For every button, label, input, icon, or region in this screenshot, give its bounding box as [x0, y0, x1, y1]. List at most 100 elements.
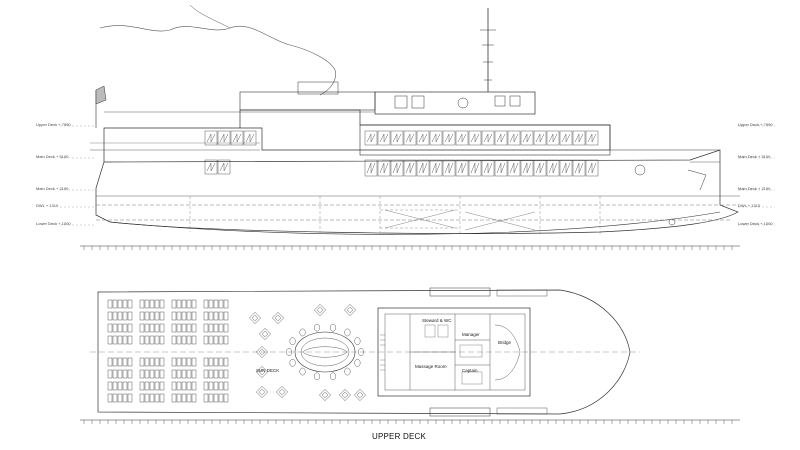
seat	[218, 323, 224, 333]
upper-window	[481, 130, 495, 146]
upper-window	[403, 130, 417, 146]
seat	[171, 335, 177, 345]
seat	[139, 311, 145, 321]
deck-table-top	[261, 330, 269, 338]
seat	[154, 323, 160, 333]
seat	[208, 393, 214, 403]
seat	[112, 323, 118, 333]
main-window-glare	[366, 162, 376, 174]
seat	[154, 381, 160, 391]
aft-window	[230, 130, 244, 146]
upper-window-glare	[379, 133, 389, 143]
upper-window-glare	[522, 133, 532, 143]
smoke-plume	[99, 25, 336, 96]
bridge-house	[374, 91, 536, 115]
upper-window-glare	[535, 133, 545, 143]
main-window	[572, 159, 586, 177]
room-label-bridge: Bridge	[498, 340, 512, 345]
seat	[117, 381, 123, 391]
upper-window	[494, 130, 508, 146]
seat	[191, 323, 197, 333]
deck-table	[256, 366, 268, 378]
seat	[122, 311, 128, 321]
seat	[154, 299, 160, 309]
seat	[203, 335, 209, 345]
main-window	[364, 159, 378, 177]
seat	[154, 311, 160, 321]
seat	[117, 335, 123, 345]
level-label-right-3: Main Deck + 2190	[738, 186, 771, 191]
seat	[191, 369, 197, 379]
seat	[117, 369, 123, 379]
upper-window-glare	[496, 133, 506, 143]
level-label-left-3: Main Deck + 2190	[36, 186, 69, 191]
seat	[149, 393, 155, 403]
main-window-glare	[431, 162, 441, 174]
seat	[181, 299, 187, 309]
seat	[223, 323, 229, 333]
seat	[223, 393, 229, 403]
deck-table-top	[274, 314, 282, 322]
deck-table	[314, 304, 326, 316]
seat	[176, 311, 182, 321]
level-label-left-5: Lower Deck + 1000	[36, 221, 71, 226]
main-window	[455, 159, 469, 177]
seat	[117, 393, 123, 403]
seat	[213, 393, 219, 403]
upper-window	[429, 130, 443, 146]
seat	[223, 335, 229, 345]
seat	[218, 311, 224, 321]
seat	[144, 357, 150, 367]
seat	[181, 369, 187, 379]
seat	[176, 369, 182, 379]
upper-window-glare	[366, 133, 376, 143]
seat	[203, 299, 209, 309]
main-window	[442, 159, 456, 177]
seat	[181, 357, 187, 367]
hull-outline	[95, 149, 739, 234]
lounge-chair	[354, 337, 361, 345]
seat	[186, 311, 192, 321]
seat	[144, 335, 150, 345]
main-window	[546, 159, 560, 177]
lounge-chair	[299, 367, 306, 376]
seat	[159, 299, 165, 309]
seat	[122, 323, 128, 333]
main-window-glare	[392, 162, 402, 174]
seat	[112, 335, 118, 345]
main-window	[416, 159, 430, 177]
view-title: UPPER DECK	[372, 432, 427, 441]
seat	[208, 381, 214, 391]
deck-table-top	[258, 348, 266, 356]
main-window	[429, 159, 443, 177]
main-window-glare	[405, 162, 415, 174]
deck-table	[249, 312, 261, 324]
lounge-chair	[289, 337, 296, 345]
seat	[149, 381, 155, 391]
upper-window-glare	[431, 133, 441, 143]
main-window	[520, 159, 534, 177]
upper-window	[572, 130, 586, 146]
upper-window-glare	[392, 133, 402, 143]
lounge-chair	[330, 372, 337, 381]
seat	[159, 369, 165, 379]
aft-window-glare	[206, 133, 216, 143]
level-label-right-4: DWL + 1310	[738, 203, 761, 208]
seat	[107, 357, 113, 367]
main-window	[494, 159, 508, 177]
seat	[218, 335, 224, 345]
deck-table-top	[321, 391, 329, 399]
seat	[213, 369, 219, 379]
main-window	[533, 159, 547, 177]
level-label-right-5: Lower Deck + 1000	[738, 221, 773, 226]
seat	[159, 323, 165, 333]
seat	[107, 335, 113, 345]
stern-flag	[95, 85, 107, 105]
seat	[186, 299, 192, 309]
passenger-seating	[107, 299, 229, 403]
seat	[213, 381, 219, 391]
upper-deck-windows	[364, 130, 599, 146]
aft-window	[217, 159, 231, 175]
seat	[186, 393, 192, 403]
